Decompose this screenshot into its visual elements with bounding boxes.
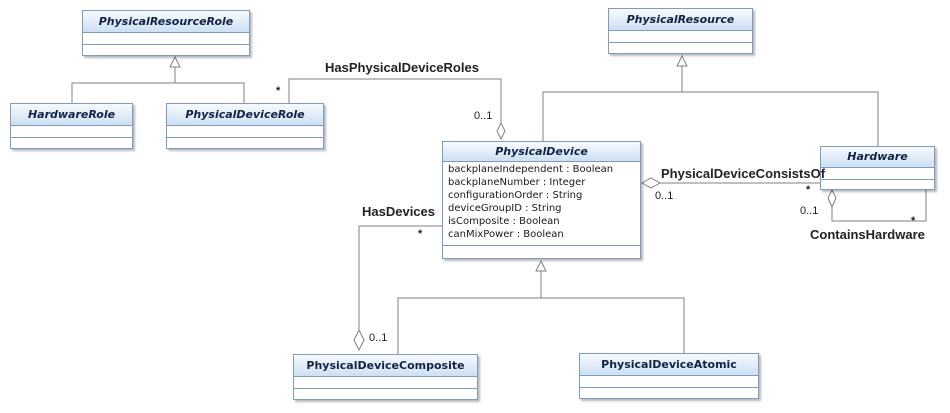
- aggregation-diamond-consists-of: [640, 177, 662, 189]
- attribute: canMixPower : Boolean: [448, 229, 564, 240]
- attributes-compartment: [11, 126, 132, 138]
- attributes-compartment: [609, 31, 752, 43]
- multiplicity-contains-hardware-aggregate-end: 0..1: [800, 205, 819, 217]
- class-name: Hardware: [821, 147, 934, 168]
- generalization-arrow-device: [535, 259, 547, 272]
- multiplicity-contains-hardware-part-end: *: [911, 215, 916, 227]
- attributes-compartment: backplaneIndependent : Boolean backplane…: [443, 162, 640, 246]
- operations-compartment: [443, 246, 640, 258]
- class-hardware[interactable]: Hardware: [820, 146, 935, 190]
- operations-compartment: [821, 180, 934, 189]
- class-physical-resource-role[interactable]: PhysicalResourceRole: [82, 10, 250, 56]
- attributes-compartment: [821, 168, 934, 180]
- multiplicity-device-role-end: *: [276, 85, 281, 97]
- attribute: backplaneNumber : Integer: [448, 177, 586, 188]
- association-has-physical-device-roles: [288, 78, 502, 123]
- attributes-compartment: [294, 377, 477, 389]
- multiplicity-device-roles-device-end: 0..1: [474, 110, 493, 122]
- association-contains-hardware: [831, 190, 927, 222]
- multiplicity-consists-of-device-end: 0..1: [655, 190, 674, 202]
- operations-compartment: [11, 138, 132, 148]
- class-name: PhysicalDevice: [443, 142, 640, 162]
- class-name: PhysicalDeviceAtomic: [580, 354, 758, 376]
- attributes-compartment: [167, 126, 323, 138]
- class-physical-device[interactable]: PhysicalDevice backplaneIndependent : Bo…: [442, 141, 641, 259]
- operations-compartment: [580, 388, 758, 398]
- attribute: configurationOrder : String: [448, 190, 583, 201]
- class-name: HardwareRole: [11, 104, 132, 126]
- generalization-arrow-resource: [676, 54, 688, 67]
- class-name: PhysicalResource: [609, 9, 752, 31]
- attribute: backplaneIndependent : Boolean: [448, 164, 614, 175]
- class-name: PhysicalDeviceComposite: [294, 355, 477, 377]
- class-hardware-role[interactable]: HardwareRole: [10, 103, 133, 149]
- generalization-hardwarerole: [71, 82, 245, 103]
- association-label-physical-device-consists-of: PhysicalDeviceConsistsOf: [661, 166, 826, 181]
- generalization-arrow-resource-role: [169, 55, 181, 68]
- aggregation-diamond-contains-hardware: [827, 188, 837, 209]
- multiplicity-has-devices-device-end: *: [418, 228, 423, 240]
- operations-compartment: [609, 43, 752, 53]
- association-label-has-physical-device-roles: HasPhysicalDeviceRoles: [325, 60, 479, 75]
- attribute: isComposite : Boolean: [448, 216, 560, 227]
- class-physical-device-atomic[interactable]: PhysicalDeviceAtomic: [579, 353, 759, 399]
- operations-compartment: [294, 389, 477, 399]
- class-physical-resource[interactable]: PhysicalResource: [608, 8, 753, 54]
- association-has-devices: [358, 225, 442, 330]
- generalization-composite-atomic: [397, 297, 685, 354]
- generalization-device-hardware: [542, 91, 879, 146]
- class-physical-device-composite[interactable]: PhysicalDeviceComposite: [293, 354, 478, 400]
- attributes-compartment: [83, 33, 249, 45]
- attribute: deviceGroupID : String: [448, 203, 562, 214]
- association-label-has-devices: HasDevices: [362, 204, 435, 219]
- multiplicity-consists-of-hardware-end: *: [806, 184, 811, 196]
- association-label-contains-hardware: ContainsHardware: [810, 227, 925, 242]
- aggregation-diamond-device-roles: [496, 121, 506, 141]
- class-name: PhysicalDeviceRole: [167, 104, 323, 126]
- operations-compartment: [167, 138, 323, 148]
- multiplicity-has-devices-composite-end: 0..1: [369, 332, 388, 344]
- aggregation-diamond-has-devices: [353, 328, 365, 352]
- class-physical-device-role[interactable]: PhysicalDeviceRole: [166, 103, 324, 149]
- operations-compartment: [83, 45, 249, 55]
- class-name: PhysicalResourceRole: [83, 11, 249, 33]
- attributes-compartment: [580, 376, 758, 388]
